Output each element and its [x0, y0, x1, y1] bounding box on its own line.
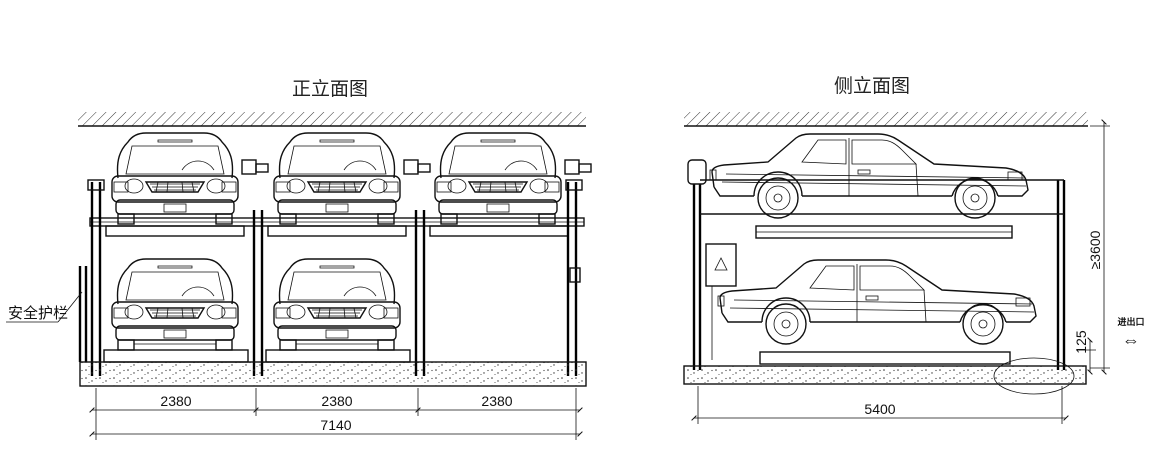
ceiling-hatch [78, 112, 586, 126]
upper-platform [87, 179, 585, 376]
dim-height: ≥3600 [1087, 230, 1103, 269]
car-upper-3 [434, 132, 562, 225]
ground-slab [79, 361, 587, 387]
car-upper-1 [111, 132, 239, 225]
side-elevation: 侧立面图 [683, 75, 1145, 424]
dim-pit: 125 [1073, 330, 1089, 354]
side-dimensions: 5400 ≥3600 125 [691, 119, 1110, 424]
dim-total-width: 7140 [320, 417, 351, 433]
dim-bay-1: 2380 [160, 393, 191, 409]
car-lower-1 [111, 258, 239, 351]
entry-exit-label: 进出口 [1117, 316, 1144, 327]
front-elevation: 正立面图 [6, 78, 592, 440]
side-view-title: 侧立面图 [834, 75, 910, 97]
control-box [705, 243, 737, 360]
car-lower-2 [273, 258, 401, 351]
front-dimensions: 2380 2380 2380 7140 [89, 388, 583, 440]
dim-depth: 5400 [864, 401, 895, 417]
guardrail-callout: 安全护栏 [8, 304, 68, 322]
car-upper-side [709, 133, 1029, 219]
dim-bay-2: 2380 [321, 393, 352, 409]
safety-guardrail [78, 266, 88, 362]
car-upper-2 [273, 132, 401, 225]
motor-units [241, 159, 592, 175]
ceiling-hatch-side [684, 112, 1088, 126]
entry-exit-arrow-icon: ⇔ [1122, 330, 1140, 350]
front-view-title: 正立面图 [292, 78, 368, 100]
car-lower-side [717, 259, 1037, 345]
side-frame [687, 159, 1066, 370]
dim-bay-3: 2380 [481, 393, 512, 409]
ground-slab-side [683, 365, 1087, 385]
